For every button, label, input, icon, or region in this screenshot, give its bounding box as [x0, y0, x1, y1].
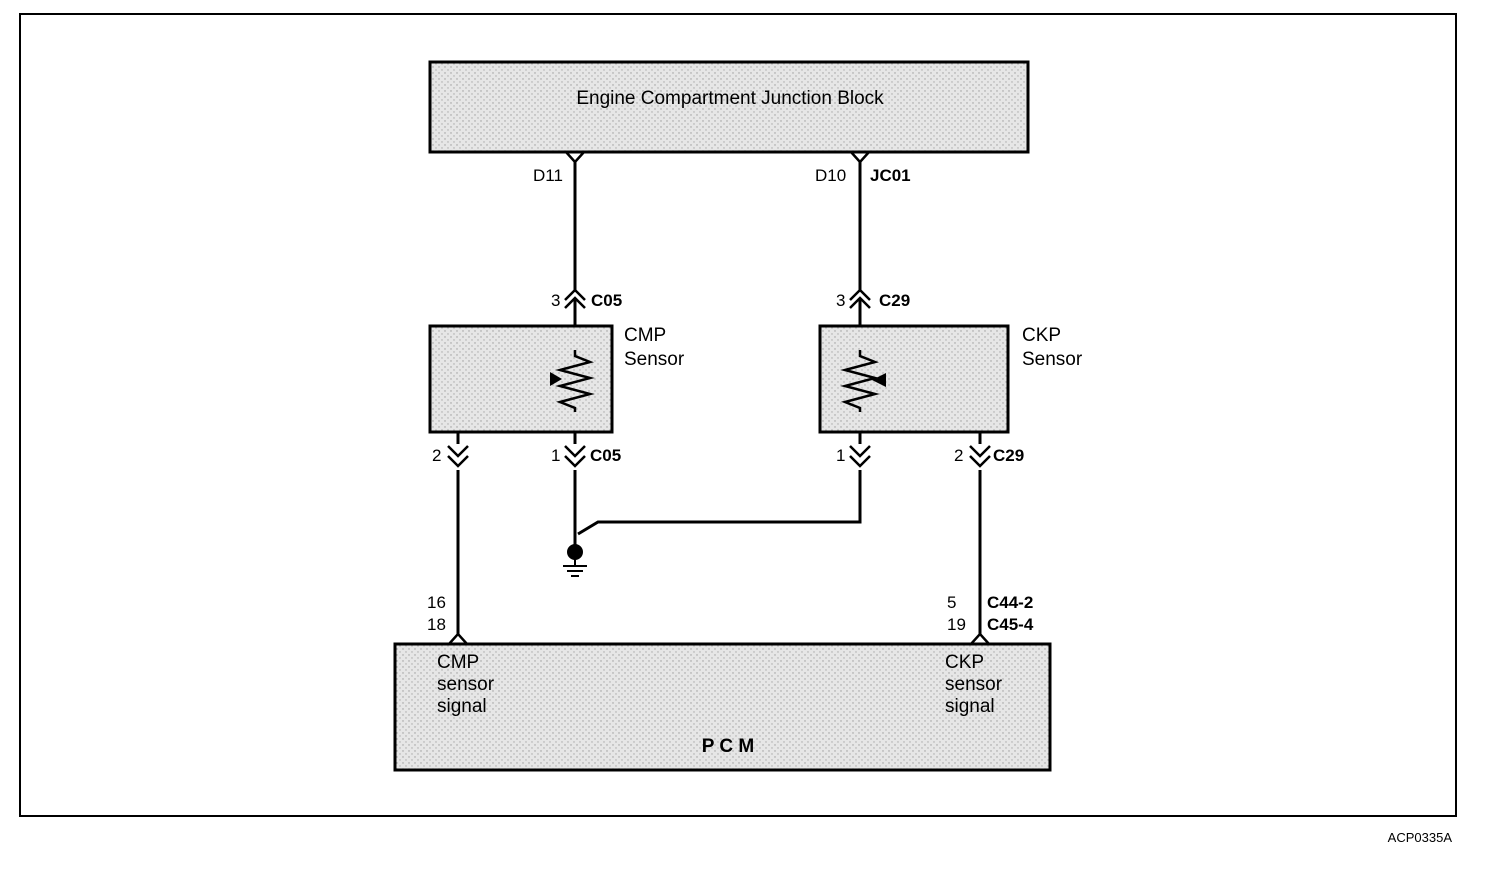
- cmp-label-line2: Sensor: [624, 349, 685, 370]
- cmp-top-pin: 3: [551, 291, 560, 310]
- ckp-resistor: [840, 350, 880, 412]
- cmp-left-pin: 2: [432, 446, 441, 465]
- pcm-left-signal-3: signal: [437, 696, 487, 717]
- pin-d11: D11: [533, 166, 563, 185]
- junction-block-title: Engine Compartment Junction Block: [576, 88, 884, 109]
- ckp-sensor: [818, 324, 1010, 434]
- ckp-right-pin: 2: [954, 446, 963, 465]
- pcm-connectors: [448, 632, 990, 645]
- ckp-label-line2: Sensor: [1022, 349, 1083, 370]
- pcm-left-pin-2: 18: [427, 615, 446, 634]
- pcm-right-conn-1: C44-2: [987, 593, 1033, 612]
- ground-icon: [563, 544, 587, 577]
- connector-ckp-pin1: [849, 445, 871, 468]
- ckp-label-line1: CKP: [1022, 325, 1061, 346]
- ckp-top-pin: 3: [836, 291, 845, 310]
- pcm-right-pin-2: 19: [947, 615, 966, 634]
- pcm-right-signal-3: signal: [945, 696, 995, 717]
- cmp-right-pin: 1: [551, 446, 560, 465]
- pcm-left-signal-2: sensor: [437, 674, 495, 695]
- ckp-left-pin: 1: [836, 446, 845, 465]
- cmp-bottom-conn: C05: [590, 446, 621, 465]
- cmp-wiper-arrow: [550, 372, 562, 386]
- pcm-left-signal-1: CMP: [437, 652, 479, 673]
- ckp-top-conn: C29: [879, 291, 910, 310]
- outer-frame: [19, 13, 1457, 817]
- cmp-resistor: [555, 350, 595, 412]
- cmp-sensor: [428, 324, 614, 434]
- connector-cmp-pin2: [447, 445, 469, 468]
- figure-id: ACP0335A: [1388, 830, 1453, 845]
- pcm-right-signal-1: CKP: [945, 652, 984, 673]
- pcm-title: P C M: [702, 736, 754, 757]
- pcm-right-signal-2: sensor: [945, 674, 1003, 695]
- jb-connectors: [565, 151, 870, 164]
- connector-c05-top: [564, 288, 586, 309]
- ckp-bottom-conn: C29: [993, 446, 1024, 465]
- junction-block: Engine Compartment Junction Block: [428, 60, 1030, 154]
- pin-d10: D10: [815, 166, 846, 185]
- pcm-right-pin-1: 5: [947, 593, 956, 612]
- connector-cmp-pin1: [564, 445, 586, 468]
- connector-ckp-pin2: [969, 445, 991, 468]
- cmp-label-line1: CMP: [624, 325, 666, 346]
- pcm-box: CMP sensor signal CKP sensor signal P C …: [393, 642, 1052, 772]
- cmp-top-conn: C05: [591, 291, 622, 310]
- connector-c29-top: [849, 288, 871, 309]
- pcm-right-conn-2: C45-4: [987, 615, 1034, 634]
- conn-jc01: JC01: [870, 166, 911, 185]
- ckp-wiper-arrow: [872, 373, 886, 387]
- pcm-left-pin-1: 16: [427, 593, 446, 612]
